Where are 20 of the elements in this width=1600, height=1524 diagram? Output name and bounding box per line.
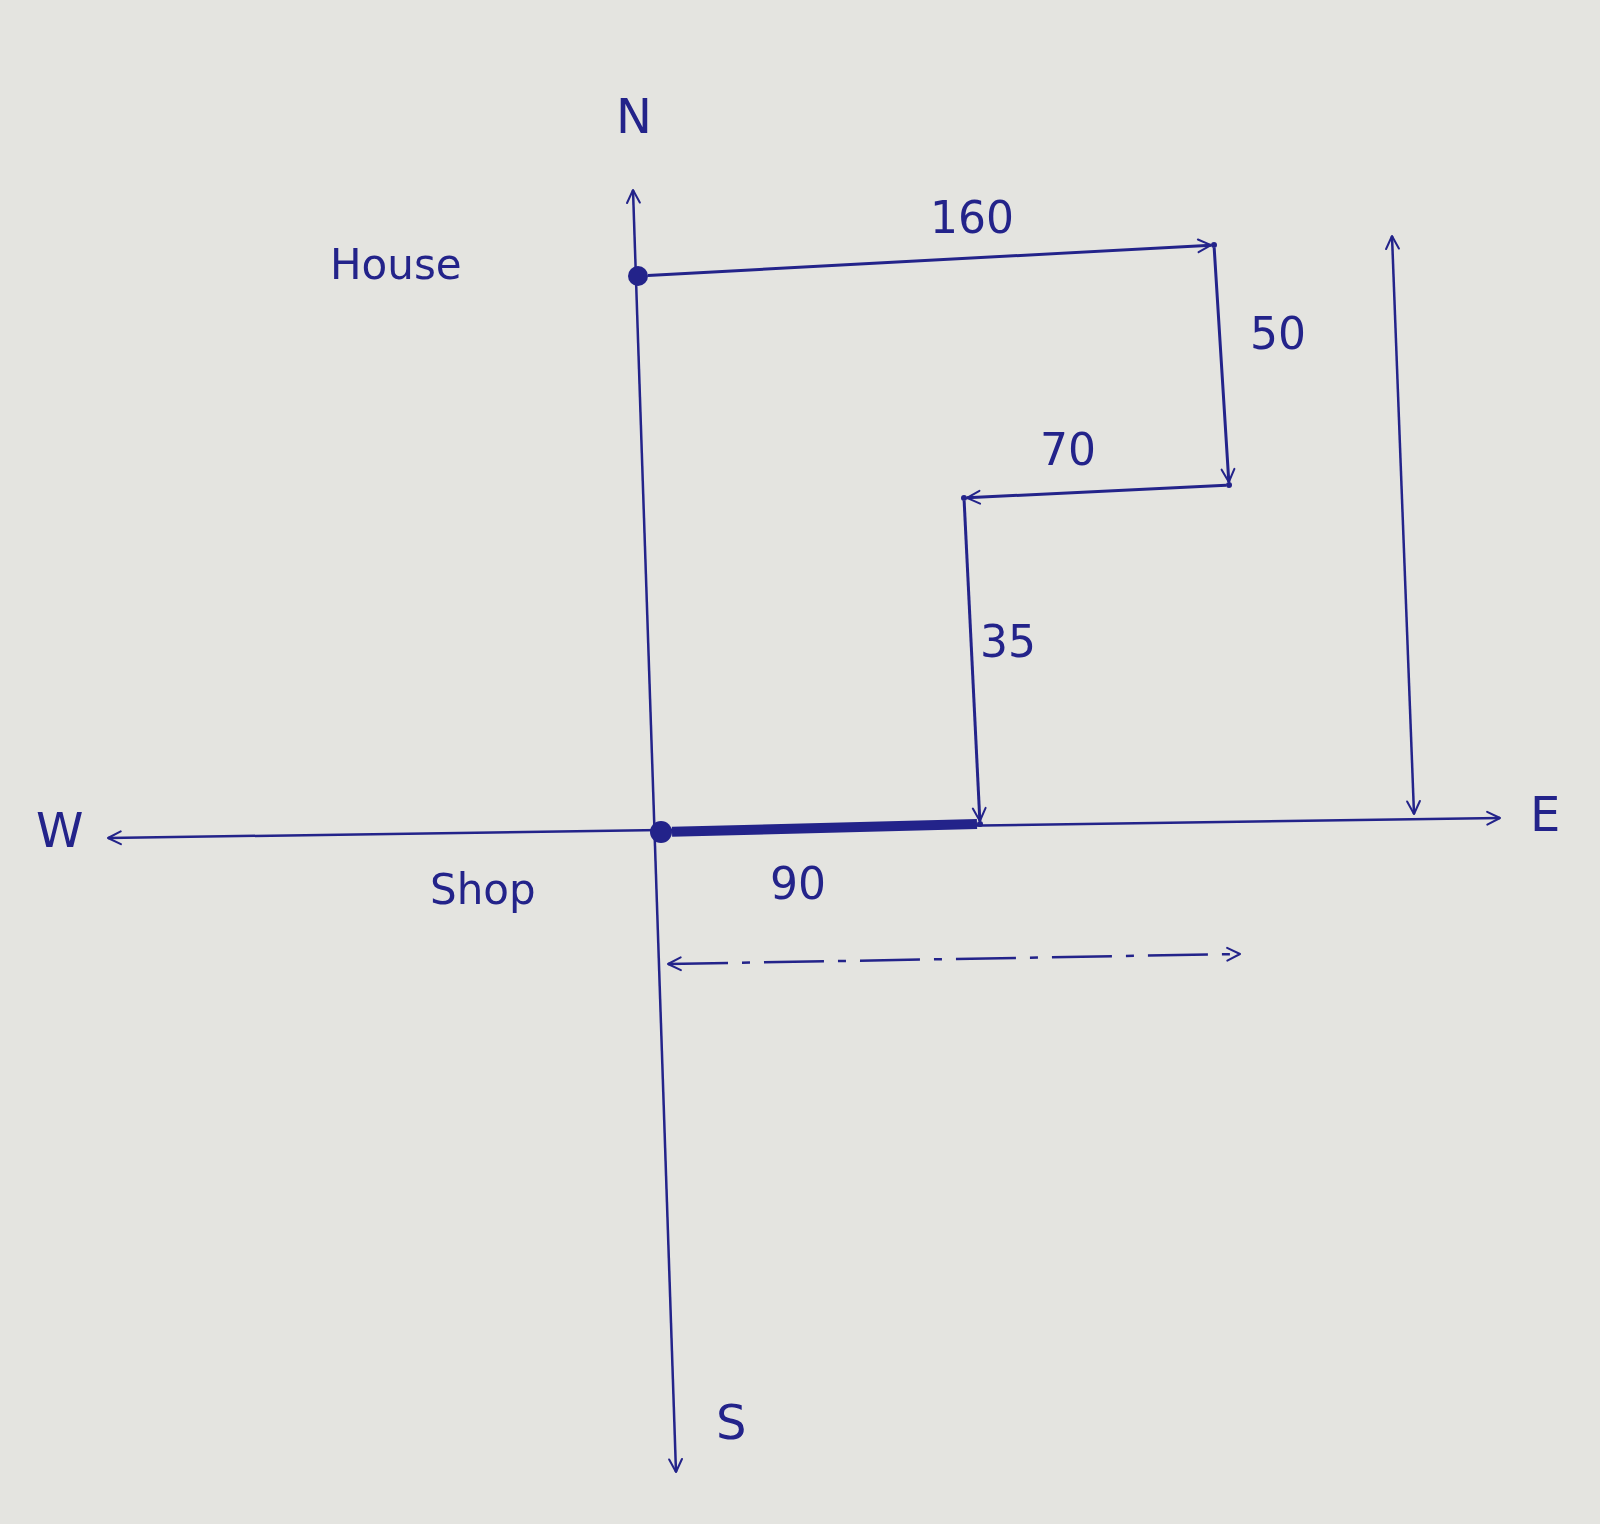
compass-label: E: [1530, 790, 1561, 838]
route-line: [671, 819, 978, 837]
distance-label: 35: [980, 620, 1036, 664]
route-arrow: [962, 500, 987, 822]
compass-label: S: [716, 1398, 747, 1446]
path-corner: [1226, 482, 1232, 488]
distance-label: 90: [770, 862, 826, 906]
compass-label: N: [616, 92, 652, 140]
path-corner: [977, 821, 983, 827]
route-arrow: [966, 483, 1227, 505]
distance-label: 160: [930, 196, 1014, 240]
compass-label: W: [36, 806, 84, 854]
place-label: Shop: [430, 869, 536, 911]
distance-label: 50: [1250, 312, 1306, 356]
distance-label: 70: [1040, 428, 1096, 472]
route-arrow: [647, 238, 1212, 277]
path-corner: [1211, 242, 1217, 248]
path-corner: [961, 495, 967, 501]
route-arrow: [1212, 247, 1236, 483]
place-label: House: [330, 244, 462, 286]
